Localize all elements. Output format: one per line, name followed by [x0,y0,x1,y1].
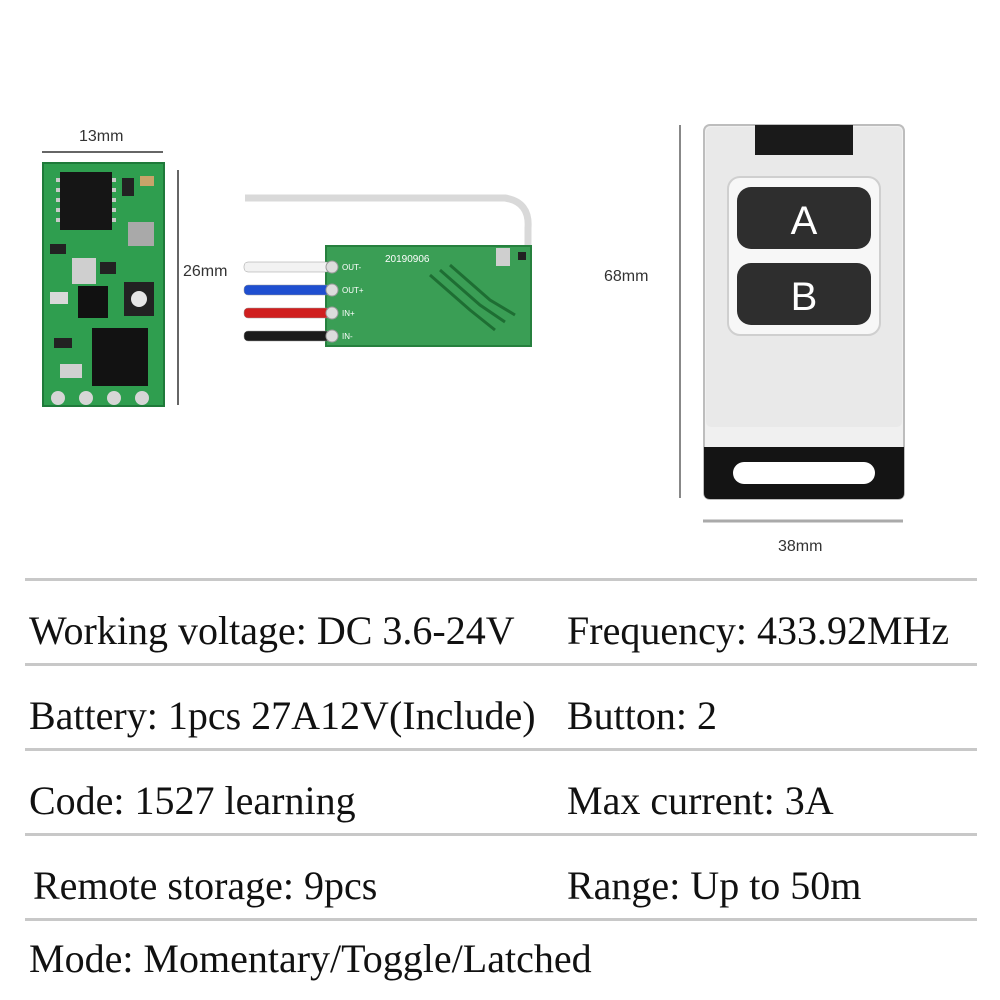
spec-divider [25,833,977,836]
pin-label-in-minus: IN- [342,332,353,341]
wire-out-minus [243,261,331,273]
button-a-label: A [791,199,818,243]
remote-top-cap [755,125,853,155]
spec-divider [25,748,977,751]
spec-working-voltage: Working voltage: DC 3.6-24V [29,608,515,653]
spec-divider [25,578,977,581]
spec-max-current: Max current: 3A [567,778,834,823]
remote-button-b[interactable] [737,263,871,325]
module-width-label: 13mm [79,128,124,145]
spec-battery: Battery: 1pcs 27A12V(Include) [29,693,536,738]
spec-mode: Mode: Momentary/Toggle/Latched [29,936,592,981]
module-height-label: 26mm [183,263,228,280]
ic-chip [60,172,112,230]
wire-in-minus [243,330,331,342]
spec-frequency: Frequency: 433.92MHz [567,608,950,653]
spec-divider [25,918,977,921]
wire-in-plus [243,307,331,319]
spec-button: Button: 2 [567,693,718,738]
relay-block [92,328,148,386]
pcb-date-code: 20190906 [385,254,430,265]
receiver-module-with-wires: 20190906 OUT- OUT+ IN+ IN- [243,194,532,347]
spec-divider [25,663,977,666]
remote-control: A B [703,124,905,500]
product-illustration: 20190906 OUT- OUT+ IN+ IN- A B [42,124,905,523]
remote-height-label: 68mm [604,268,649,285]
keyring-slot [733,462,875,484]
wire-out-plus [243,284,331,296]
pin-label-out-minus: OUT- [342,263,361,272]
remote-width-label: 38mm [778,538,823,555]
button-b-label: B [791,275,818,319]
pin-label-in-plus: IN+ [342,309,355,318]
spec-remote-storage: Remote storage: 9pcs [33,863,378,908]
pin-label-out-plus: OUT+ [342,286,364,295]
antenna-wire [245,194,532,245]
spec-range: Range: Up to 50m [567,863,862,908]
remote-button-a[interactable] [737,187,871,249]
receiver-module-top-view [42,162,165,407]
spec-code: Code: 1527 learning [29,778,356,823]
